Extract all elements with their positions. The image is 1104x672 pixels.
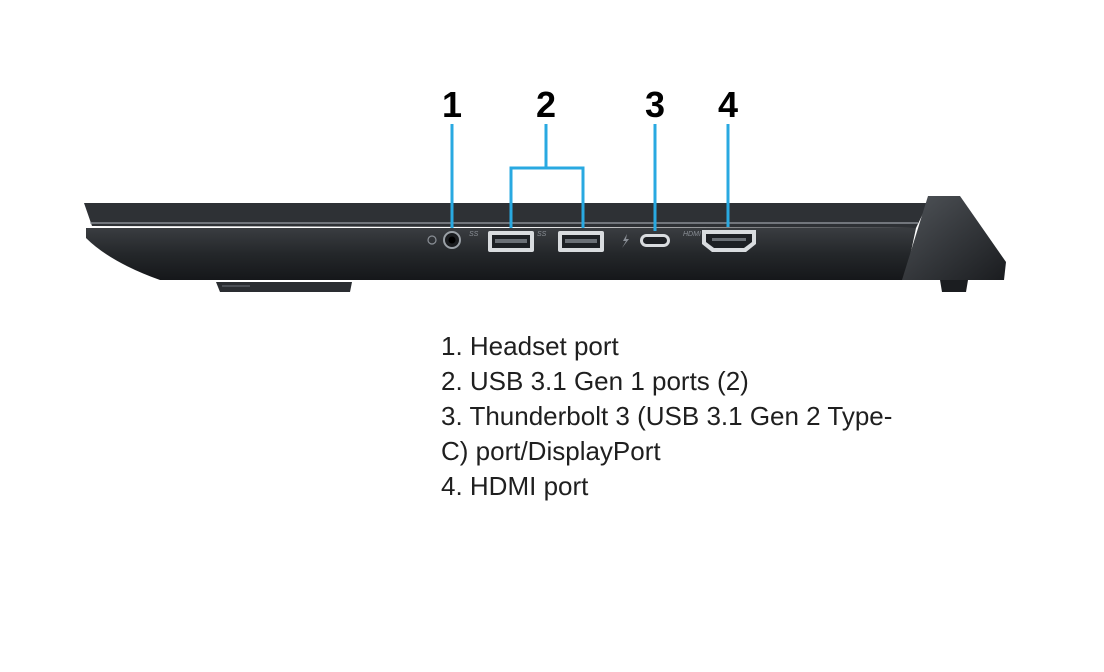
legend-item-thunderbolt: 3. Thunderbolt 3 (USB 3.1 Gen 2 Type-: [441, 401, 893, 431]
foot-right: [940, 280, 968, 292]
lid-edge: [84, 203, 928, 228]
laptop-side-diagram: SS SS HDMI 1 2 3 4: [84, 84, 1006, 292]
callout-number-2: 2: [536, 84, 556, 125]
thunderbolt-icon: [622, 234, 629, 248]
hdmi-port: HDMI: [683, 230, 756, 252]
callout-number-4: 4: [718, 84, 738, 125]
callout-line-2a: [509, 124, 548, 228]
port-legend: 1. Headset port 2. USB 3.1 Gen 1 ports (…: [441, 329, 1001, 504]
usb-port-right: SS: [537, 231, 604, 252]
usb-left-marking: SS: [469, 231, 479, 238]
legend-item-headset: 1. Headset port: [441, 331, 619, 361]
laptop-chassis: [84, 196, 1006, 292]
legend-item-usb: 2. USB 3.1 Gen 1 ports (2): [441, 366, 749, 396]
legend-item-hdmi: 4. HDMI port: [441, 471, 589, 501]
foot-left: [216, 282, 352, 292]
callout-number-3: 3: [645, 84, 665, 125]
callout-lines: [450, 124, 730, 231]
headset-icon: [427, 235, 437, 245]
hdmi-marking: HDMI: [683, 231, 701, 238]
legend-item-thunderbolt-cont: C) port/DisplayPort: [441, 436, 661, 466]
usb-port-left: SS: [469, 231, 534, 252]
hinge: [902, 196, 1006, 280]
callout-number-1: 1: [442, 84, 462, 125]
usb-right-marking: SS: [537, 231, 547, 238]
callout-line-2b: [546, 166, 585, 228]
headset-port: [427, 231, 461, 249]
thunderbolt-port: [622, 234, 670, 248]
